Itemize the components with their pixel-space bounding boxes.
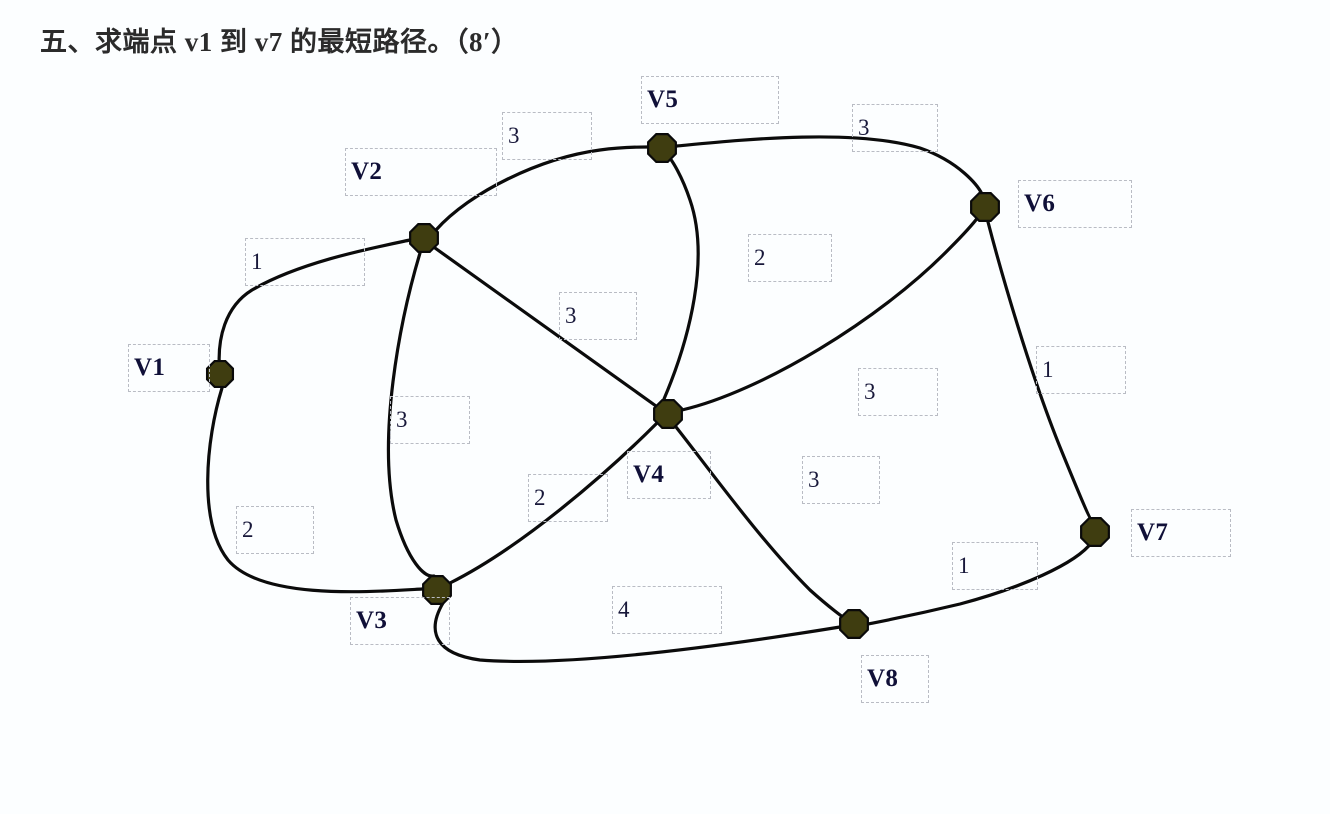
- graph-node-v7: [1080, 517, 1110, 547]
- graph-node-v5: [647, 133, 677, 163]
- node-label-v8: V8: [861, 655, 929, 703]
- graph-edge: [675, 135, 984, 196]
- graph-edge: [386, 251, 436, 578]
- graph-edge: [433, 246, 658, 408]
- graph-edge: [433, 601, 842, 663]
- edge-weight-label: 3: [559, 292, 637, 340]
- page-title: 五、求端点 v1 到 v7 的最短路径。（8′）: [40, 27, 519, 57]
- edge-weight-label: 2: [236, 506, 314, 554]
- node-label-v5: V5: [641, 76, 779, 124]
- graph-node-v6: [970, 192, 1000, 222]
- graph-edge: [217, 238, 412, 376]
- graph-edge: [662, 154, 700, 401]
- graph-edge: [434, 145, 649, 232]
- node-label-v6: V6: [1018, 180, 1132, 228]
- graph-node-v4: [653, 399, 683, 429]
- edge-weight-label: 1: [245, 238, 365, 286]
- node-label-v4: V4: [627, 451, 711, 499]
- edge-weight-label: 3: [390, 396, 470, 444]
- edge-weight-label: 3: [858, 368, 938, 416]
- graph-edge: [680, 214, 981, 412]
- edge-weight-label: 4: [612, 586, 722, 634]
- graph-edge: [674, 425, 849, 622]
- edge-weight-label: 3: [852, 104, 938, 152]
- graph-node-v3: [422, 575, 452, 605]
- graph-edge: [206, 386, 424, 594]
- edges-layer: [206, 135, 1094, 663]
- edge-weight-label: 1: [952, 542, 1038, 590]
- edge-weight-label: 2: [528, 474, 608, 522]
- node-label-v7: V7: [1131, 509, 1231, 557]
- node-label-v2: V2: [345, 148, 497, 196]
- nodes-layer: [205, 133, 1110, 639]
- graph-node-v8: [839, 609, 869, 639]
- edge-weight-label: 3: [802, 456, 880, 504]
- graph-node-v2: [409, 223, 439, 253]
- graph-edge: [986, 220, 1094, 522]
- edge-weight-label: 3: [502, 112, 592, 160]
- edge-weight-label: 2: [748, 234, 832, 282]
- node-label-v3: V3: [350, 597, 450, 645]
- graph-edge: [448, 422, 658, 585]
- node-label-v1: V1: [128, 344, 210, 392]
- edge-weight-label: 1: [1036, 346, 1126, 394]
- graph-node-v1: [205, 359, 235, 389]
- graph-edge: [866, 540, 1094, 626]
